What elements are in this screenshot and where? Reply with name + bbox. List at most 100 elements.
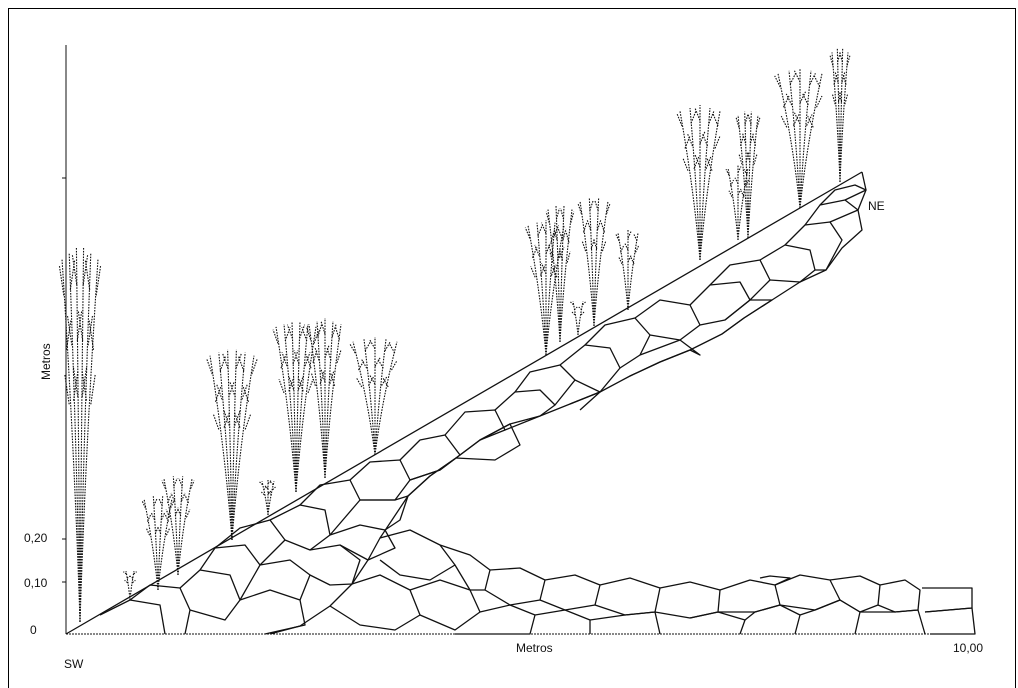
shrub-stem bbox=[268, 481, 274, 515]
stone bbox=[878, 580, 920, 612]
shrub bbox=[123, 571, 136, 600]
shrub-stem bbox=[800, 74, 822, 208]
shrub-twig bbox=[293, 350, 298, 364]
x-end-label: 10,00 bbox=[953, 641, 983, 655]
shrub-twig bbox=[154, 498, 158, 506]
shrub-twig bbox=[223, 353, 229, 368]
stone bbox=[100, 600, 165, 634]
shrub-stem bbox=[178, 476, 183, 575]
shrub-twig bbox=[182, 493, 186, 501]
shrub bbox=[578, 198, 610, 326]
stone bbox=[820, 185, 866, 205]
shrub-twig bbox=[817, 96, 823, 107]
shrub bbox=[677, 105, 720, 260]
shrub-twig bbox=[810, 73, 816, 84]
stone bbox=[270, 505, 330, 550]
shrub-twig bbox=[695, 108, 700, 120]
stone bbox=[860, 610, 925, 634]
stone bbox=[925, 608, 975, 634]
stone bbox=[540, 575, 600, 610]
stone bbox=[380, 530, 455, 580]
stone bbox=[455, 605, 535, 634]
shrub-stem bbox=[173, 476, 178, 575]
shrub-twig bbox=[220, 356, 226, 371]
shrub bbox=[207, 350, 258, 540]
shrub-twig bbox=[91, 374, 96, 404]
shrub-stem bbox=[364, 339, 375, 455]
shrub-twig bbox=[546, 243, 551, 254]
stone bbox=[635, 300, 700, 340]
shrub bbox=[260, 480, 276, 515]
stone bbox=[585, 318, 650, 368]
shrub-stem bbox=[789, 71, 800, 208]
shrub-twig bbox=[238, 356, 244, 371]
stone bbox=[655, 582, 720, 618]
shrub-twig bbox=[235, 410, 241, 425]
shrub-twig bbox=[590, 200, 594, 210]
vegetation bbox=[59, 49, 850, 622]
stone bbox=[805, 200, 858, 225]
shrub-twig bbox=[790, 73, 796, 84]
shrub-twig bbox=[302, 327, 307, 341]
shrub-twig bbox=[179, 478, 183, 486]
shrub-twig bbox=[636, 246, 639, 252]
shrub-twig bbox=[795, 71, 801, 82]
shrub-twig bbox=[175, 508, 179, 516]
shrub-twig bbox=[375, 357, 381, 366]
shrub-twig bbox=[311, 373, 315, 386]
shrub-stem bbox=[594, 198, 599, 326]
stone bbox=[240, 590, 305, 634]
shrub-twig bbox=[279, 379, 284, 393]
base-rubble bbox=[330, 530, 975, 634]
shrub-twig bbox=[621, 246, 624, 252]
shrub-stem bbox=[728, 168, 738, 240]
shrub-stem bbox=[153, 496, 158, 590]
shrub-twig bbox=[389, 344, 395, 353]
shrub-stem bbox=[628, 233, 638, 310]
shrub-twig bbox=[236, 353, 242, 368]
shrub-twig bbox=[321, 321, 325, 334]
slope-outline bbox=[66, 172, 866, 634]
shrub-stem bbox=[546, 223, 555, 355]
shrub-twig bbox=[533, 247, 538, 258]
shrub-twig bbox=[273, 330, 278, 344]
shrub bbox=[350, 337, 397, 455]
shrub bbox=[775, 68, 822, 208]
shrub bbox=[307, 318, 341, 478]
stone bbox=[300, 480, 360, 535]
shrub-stem bbox=[309, 324, 325, 478]
shrub-twig bbox=[89, 320, 94, 350]
shrub-stem bbox=[375, 339, 386, 455]
shrub-twig bbox=[365, 341, 371, 350]
stone bbox=[515, 365, 575, 405]
shrub-twig bbox=[691, 111, 696, 123]
shrub-twig bbox=[619, 258, 622, 264]
shrub-stem bbox=[69, 253, 80, 622]
shrub-twig bbox=[270, 482, 273, 485]
shrub-twig bbox=[174, 478, 178, 486]
stone bbox=[408, 458, 456, 496]
stone bbox=[440, 545, 490, 590]
shrub-twig bbox=[558, 228, 563, 239]
shrub-twig bbox=[378, 359, 384, 368]
shrub-twig bbox=[754, 154, 757, 164]
stone bbox=[330, 575, 420, 630]
shrub-twig bbox=[587, 219, 591, 229]
shrub-twig bbox=[781, 116, 787, 127]
stone bbox=[535, 610, 590, 634]
shrub-stem bbox=[618, 233, 628, 310]
shrub-stem bbox=[560, 206, 564, 342]
shrub-twig bbox=[598, 219, 602, 229]
shrub bbox=[571, 301, 586, 335]
shrub bbox=[830, 49, 850, 182]
shrub-twig bbox=[229, 382, 235, 397]
shrub-stem bbox=[589, 198, 594, 326]
shrub-twig bbox=[542, 223, 547, 234]
slope-stones bbox=[100, 185, 866, 634]
shrub-twig bbox=[162, 481, 166, 489]
shrub-stem bbox=[738, 115, 748, 238]
shrub-twig bbox=[213, 414, 219, 429]
shrub bbox=[736, 112, 760, 238]
sw-label: SW bbox=[64, 657, 84, 671]
stone bbox=[722, 300, 772, 334]
